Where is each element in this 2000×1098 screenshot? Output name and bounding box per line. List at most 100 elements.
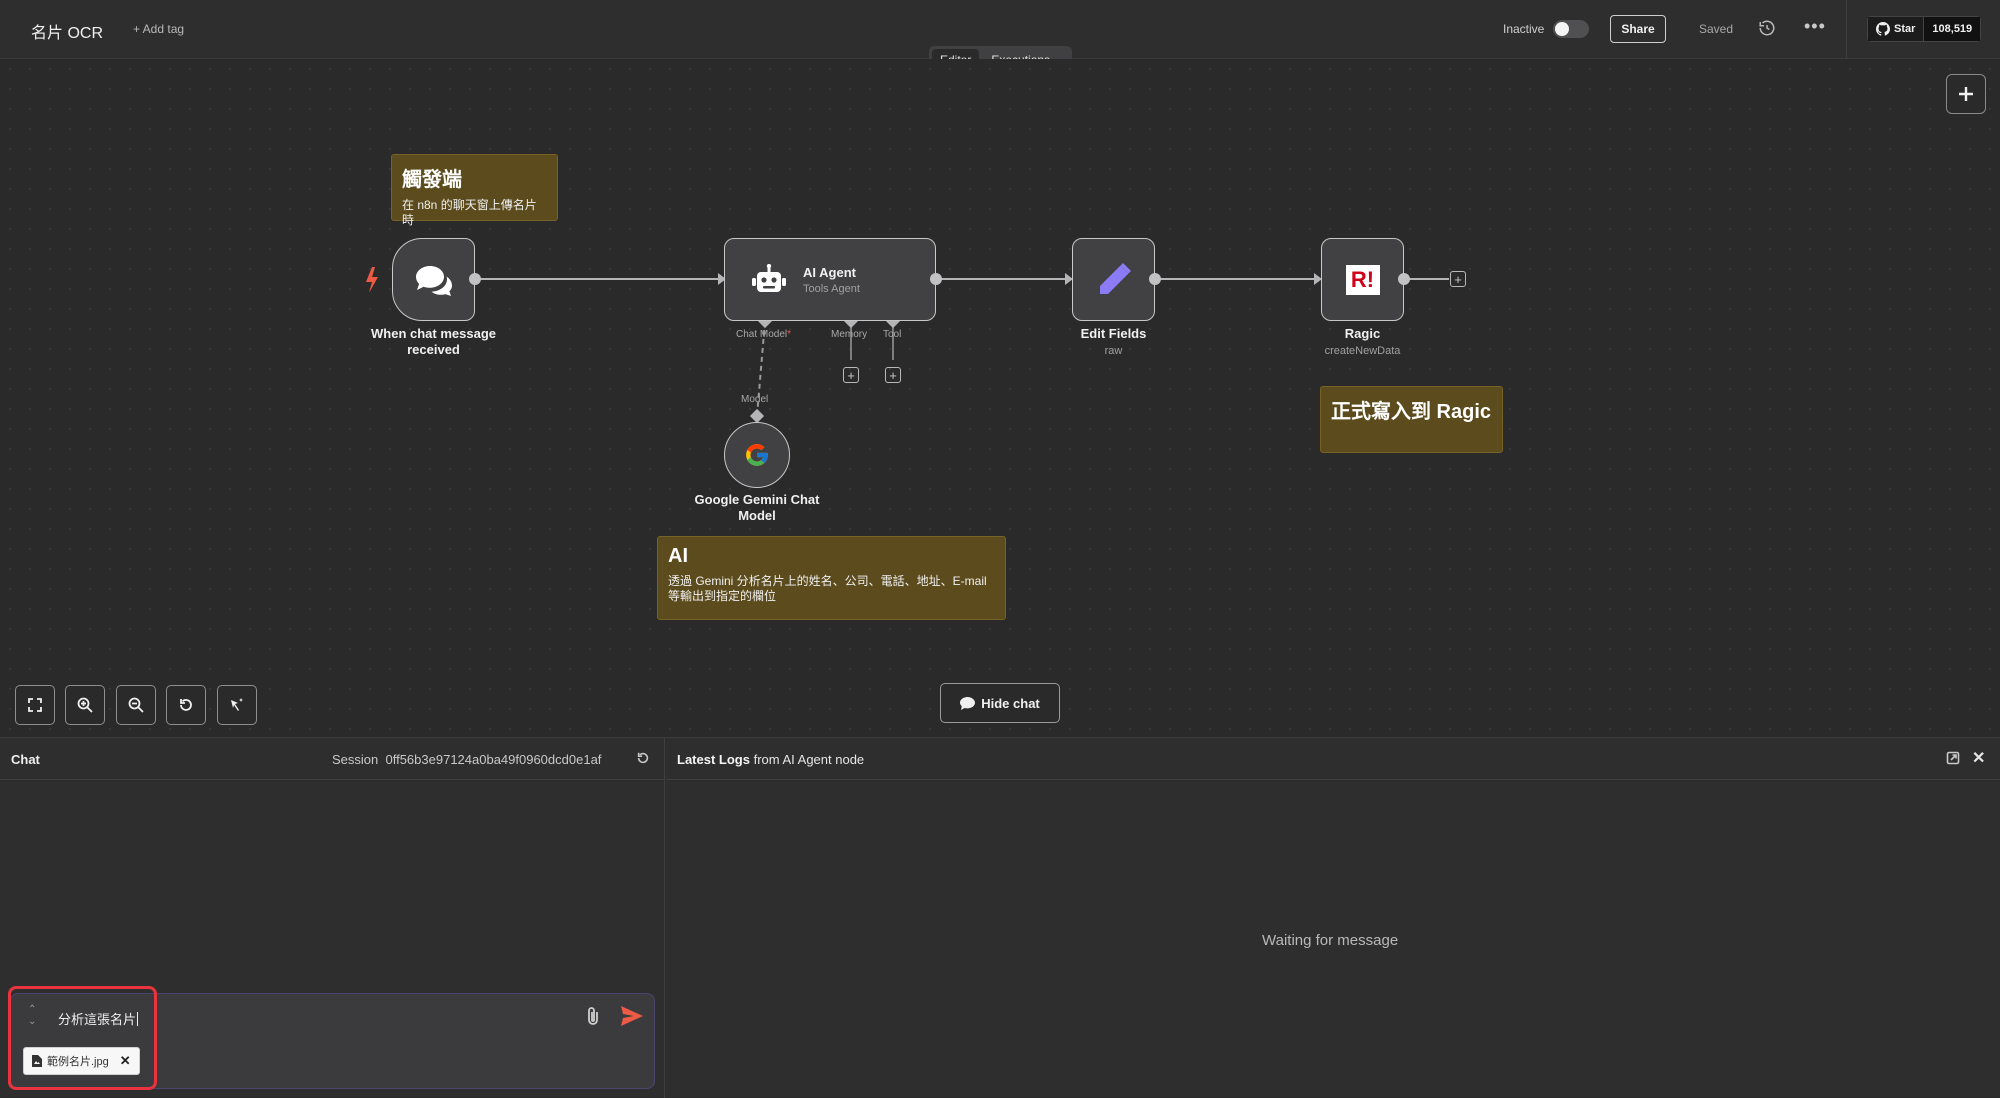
logs-waiting-message: Waiting for message [1262,932,1399,949]
connection-model-agent [756,320,766,417]
share-button[interactable]: Share [1610,15,1666,43]
workflow-title[interactable]: 名片 OCR [31,25,104,42]
required-mark: * [787,329,792,340]
connection-arrow [718,273,726,285]
node-ai-agent-title: AI Agent [803,264,856,280]
reset-zoom-button[interactable] [166,685,206,725]
arrow-down-icon[interactable]: ⌄ [28,1016,37,1027]
workflow-canvas[interactable]: 觸發端 在 n8n 的聊天窗上傳名片時 正式寫入到 Ragic AI 透過 Ge… [0,59,2000,737]
close-icon[interactable]: ✕ [1972,750,1986,767]
bottom-panel: Chat Session 0ff56b3e97124a0ba49f0960dcd… [0,737,2000,1098]
ragic-logo-icon: R! [1345,264,1380,295]
undo-icon [180,699,192,711]
chat-icon [960,696,976,710]
active-toggle[interactable] [1553,20,1589,38]
remove-attachment-icon[interactable]: ✕ [119,1053,131,1068]
sticky-body: 透過 Gemini 分析名片上的姓名、公司、電話、地址、E-mail 等輸出到指… [668,574,987,603]
output-port[interactable] [1149,273,1161,285]
header-divider [1846,0,1847,59]
logs-header: Latest Logs from AI Agent node ✕ [666,738,2000,780]
node-chat-trigger-label: When chat message received [371,326,496,357]
active-state-label: Inactive [1503,22,1545,36]
pop-out-icon[interactable] [1946,751,1960,765]
node-ai-agent[interactable]: AI Agent Tools Agent [724,238,936,321]
fit-view-icon [28,698,42,712]
node-gemini-label: Google Gemini Chat Model [694,492,820,523]
reset-session-icon[interactable] [636,751,650,765]
node-edit-fields-subtitle: raw [1104,345,1123,357]
sticky-note-ragic[interactable]: 正式寫入到 Ragic [1320,386,1503,453]
node-ragic[interactable]: R! [1321,238,1404,321]
conn-label-model: Model [741,394,769,405]
github-star-count[interactable]: 108,519 [1924,16,1982,42]
zoom-out-icon [128,697,144,713]
port-model[interactable] [749,408,765,424]
session-id: 0ff56b3e97124a0ba49f0960dcd0e1af [385,752,602,767]
sticky-title: 觸發端 [402,169,462,191]
add-next-node-button[interactable]: + [1450,271,1466,287]
highlight-box [8,986,157,1090]
github-star-button[interactable]: Star [1867,16,1925,42]
github-star-label: Star [1894,23,1916,35]
add-node-button[interactable] [1946,74,1986,114]
chat-bubbles-icon [415,265,452,296]
node-chat-trigger[interactable] [392,238,475,321]
pencil-icon [1099,262,1131,294]
connection-arrow [1065,273,1073,285]
zoom-in-icon [77,697,93,713]
sticky-title: AI [668,545,688,567]
logs-title-bold: Latest Logs [677,752,750,767]
zoom-out-button[interactable] [116,685,156,725]
add-tag-button[interactable]: + Add tag [133,22,185,36]
node-edit-fields[interactable] [1072,238,1155,321]
plus-icon [1959,87,1973,101]
text-caret [137,1012,139,1026]
history-arrows[interactable]: ⌃ ⌄ [28,1004,36,1028]
conn-label-tool: Tool [883,329,902,340]
attachment-name: 範例名片.jpg [47,1056,109,1068]
output-port[interactable] [1398,273,1410,285]
session-label: Session [332,752,379,767]
conn-label-chat-model: Chat Model* [736,329,791,340]
magic-wand-icon [231,698,243,711]
sticky-note-trigger[interactable]: 觸發端 在 n8n 的聊天窗上傳名片時 [391,154,558,227]
chat-input[interactable]: 分析這張名片 [58,1009,139,1028]
more-options-icon[interactable]: ••• [1804,16,1826,36]
connections-layer [366,267,1449,424]
chat-input-value: 分析這張名片 [58,1012,137,1027]
google-icon [746,444,768,466]
robot-icon [752,263,786,292]
sticky-note-ai[interactable]: AI 透過 Gemini 分析名片上的姓名、公司、電話、地址、E-mail 等輸… [657,536,1006,620]
tidy-up-button[interactable] [217,685,257,725]
output-port[interactable] [469,273,481,285]
connection-arrow [1314,273,1322,285]
save-state-label: Saved [1699,22,1734,36]
node-gemini-model[interactable] [724,422,790,488]
zoom-in-button[interactable] [65,685,105,725]
fit-view-button[interactable] [15,685,55,725]
hide-chat-label: Hide chat [981,695,1040,711]
conn-label-text: Chat Model [736,329,788,340]
lightning-icon [366,267,378,293]
github-icon [1876,22,1890,36]
output-port[interactable] [930,273,942,285]
sticky-body: 在 n8n 的聊天窗上傳名片時 [402,198,537,227]
node-ragic-label: Ragic [1344,326,1381,341]
paperclip-icon[interactable] [586,1006,600,1026]
node-ai-agent-text: AI Agent Tools Agent [803,265,860,295]
logs-title-rest: from AI Agent node [749,752,865,767]
history-icon[interactable] [1758,19,1776,37]
chat-panel: Chat Session 0ff56b3e97124a0ba49f0960dcd… [0,738,665,1098]
sticky-title: 正式寫入到 Ragic [1331,401,1492,423]
add-tool-button[interactable]: + [885,367,901,383]
conn-label-memory: Memory [831,329,868,340]
github-star-widget[interactable]: Star 108,519 [1867,16,1982,42]
send-icon[interactable] [621,1006,643,1026]
arrow-up-icon[interactable]: ⌃ [28,1004,37,1015]
add-memory-button[interactable]: + [843,367,859,383]
chat-title: Chat [11,752,40,767]
chat-input-box[interactable]: ⌃ ⌄ 分析這張名片 範例名片.jpg ✕ [10,993,655,1089]
hide-chat-button[interactable]: Hide chat [940,683,1060,723]
file-image-icon [32,1055,42,1067]
attachment-chip[interactable]: 範例名片.jpg ✕ [23,1047,140,1075]
